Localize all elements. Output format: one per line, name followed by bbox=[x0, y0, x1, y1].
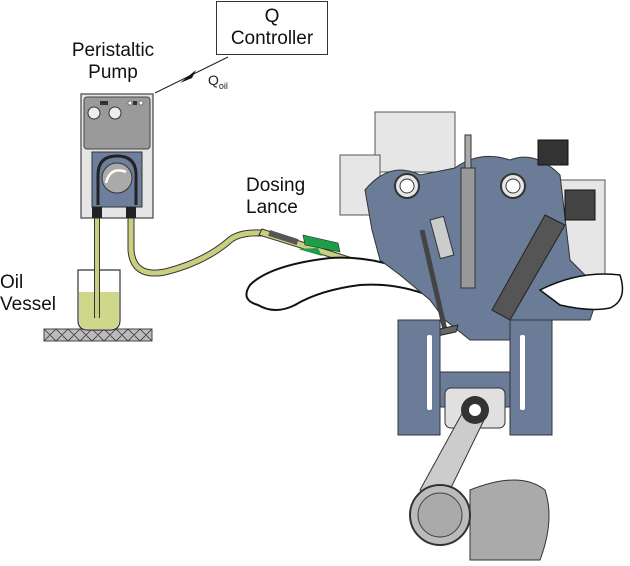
lance-label: Dosing Lance bbox=[246, 175, 305, 219]
crankshaft bbox=[469, 479, 550, 561]
peristaltic-pump bbox=[80, 93, 154, 219]
vessel-label-line2: Vessel bbox=[0, 294, 56, 315]
q-controller-box: Q Controller bbox=[216, 1, 328, 55]
flow-rate-label: Qoil bbox=[208, 72, 228, 91]
lance-label-line2: Lance bbox=[246, 197, 298, 218]
pump-label: Peristaltic Pump bbox=[58, 40, 168, 84]
oil-tubing bbox=[94, 215, 263, 318]
vessel-label: Oil Vessel bbox=[0, 272, 56, 316]
controller-label-line2: Controller bbox=[230, 28, 314, 49]
pump-label-line2: Pump bbox=[88, 62, 138, 83]
exhaust-port bbox=[538, 273, 624, 311]
ground-hatch bbox=[43, 328, 153, 342]
connecting-rod bbox=[409, 396, 489, 546]
flow-symbol: Q bbox=[208, 72, 219, 88]
flow-subscript: oil bbox=[218, 80, 228, 91]
controller-label-line1: Q bbox=[264, 6, 280, 27]
pump-label-line1: Peristaltic bbox=[71, 40, 155, 61]
vessel-label-line1: Oil bbox=[0, 272, 24, 293]
engine-block bbox=[397, 319, 553, 436]
lance-label-line1: Dosing bbox=[246, 175, 306, 196]
engine-cylinder-head bbox=[339, 111, 606, 341]
signal-arrow bbox=[154, 56, 229, 94]
